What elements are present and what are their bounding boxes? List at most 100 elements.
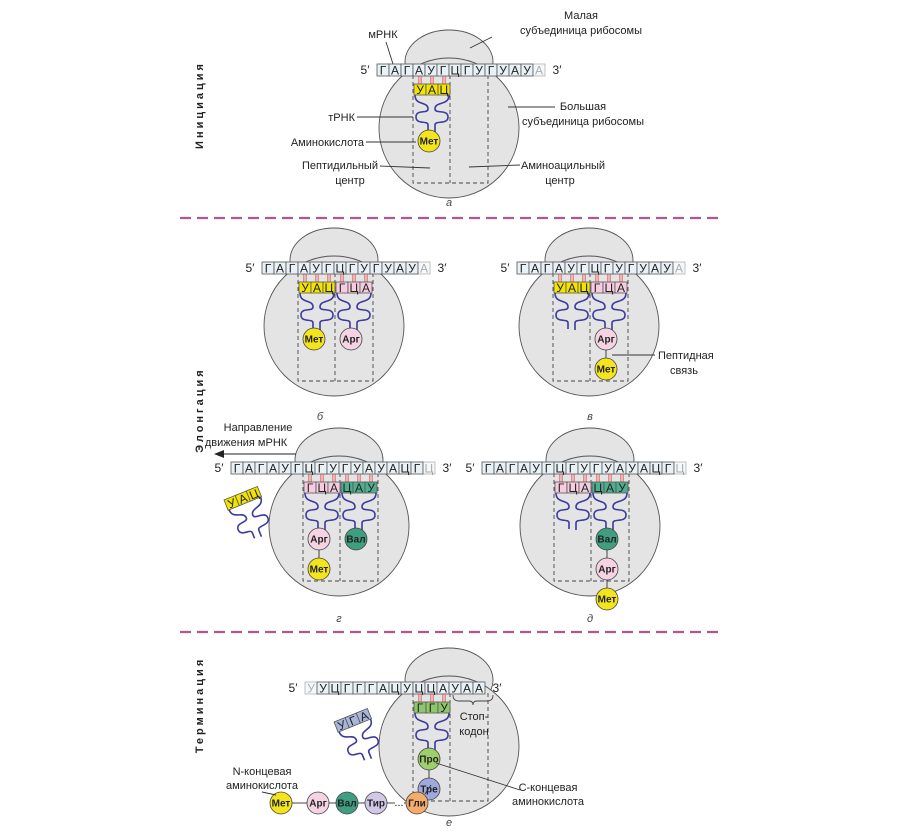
stop-codon-bracket [452,694,494,706]
section-title: Элонгация [194,367,206,452]
mrna-base: Г [325,262,332,276]
mrna-base: У [312,262,320,276]
mrna-base: Г [414,462,421,476]
amino-acid-label: Мет [310,565,329,576]
mrna-cell [422,461,436,475]
mrna-cell [405,261,419,275]
trna-cloverleaf [414,94,450,132]
mrna-base: Г [258,462,265,476]
anticodon-cell [578,481,592,494]
large-subunit-label: Большая [560,101,606,113]
n-terminal-label: N-концевая [233,766,292,778]
mrna-base: Г [569,462,576,476]
anticodon-cell [359,281,373,294]
three-prime-label: 3′ [443,461,453,475]
aminoacid-label: Аминокислота [291,137,365,149]
mrna-base: У [523,64,531,78]
c-terminal-label: С-концевая [519,782,578,794]
mrna-base: А [640,462,648,476]
mrna-base: Г [404,64,411,78]
anticodon-base: Г [307,481,314,495]
large-ribosome-subunit [378,57,520,199]
mrna-base: Г [265,262,272,276]
amino-acid-label: Гли [408,799,426,810]
amino-acid-label: Вал [346,535,365,546]
anticodon-cell [615,481,629,494]
mrna-cell [661,461,675,475]
mrna-cell [672,261,686,275]
mrna-base: У [360,262,368,276]
leader-line [469,36,493,49]
anticodon-base: Ц [569,481,578,495]
mrna-base: У [615,262,623,276]
amino-acid-Мет [302,327,326,351]
large-ribosome-subunit [378,675,520,817]
mrna-base: А [535,64,543,78]
mrna-base: У [604,462,612,476]
mrna-base: Г [520,262,527,276]
panel-sublabel: б [317,411,324,423]
amino-acid-Мет [307,557,331,581]
mrna-base: Г [289,262,296,276]
leader-line [385,41,394,65]
peptide-bond-label: связь [670,365,698,377]
anticodon-base: А [617,281,625,295]
mrna-base: Г [593,462,600,476]
leader-line [379,165,431,169]
mrna-base: Ц [451,64,460,78]
anticodon-base: А [428,83,436,97]
mrna-base: Ц [676,462,685,476]
anticodon-cell [614,281,628,294]
mrna-base: Г [368,682,375,696]
aminoacyl-center-label: центр [545,175,575,187]
mrna-base: Ц [556,462,565,476]
large-ribosome-subunit [268,455,410,597]
mrna-base: Г [373,262,380,276]
five-prime-label: 5′ [466,461,476,475]
mrna-base: У [451,682,459,696]
trna-cloverleaf [591,292,627,330]
trna-cloverleaf [299,292,335,330]
peptidyl-center-label: Пептидильный [302,160,378,172]
panel-sublabel: д [587,613,593,625]
c-terminal-label: аминокислота [512,796,585,808]
amino-acid-label: Мет [598,595,617,606]
stop-codon-label: Стоп- [460,711,489,723]
mrna-base: Г [604,262,611,276]
mrna-base: Г [628,262,635,276]
five-prime-label: 5′ [361,63,371,77]
panel-sublabel: в [587,411,593,423]
trna-cloverleaf [304,492,340,530]
amino-acid-label: Тир [367,799,385,810]
three-prime-label: 3′ [493,681,503,695]
mrna-base: У [377,462,385,476]
mrna-base: А [269,462,277,476]
mrna-base: Г [485,462,492,476]
mrna-base: А [475,682,483,696]
mrna-base: Г [344,682,351,696]
mrna-base: А [651,262,659,276]
amino-acid-label: Вал [597,535,616,546]
five-prime-label: 5′ [215,461,225,475]
mrna-base: У [329,462,337,476]
direction-label: движения мРНК [205,437,288,449]
mrna-base: А [300,262,308,276]
anticodon-base: А [581,481,589,495]
peptide-bond-label: Пептидная [658,350,714,362]
anticodon-base: А [568,281,576,295]
mrna-base: А [379,682,387,696]
mrna-base: А [675,262,683,276]
large-ribosome-subunit [518,255,660,397]
mrna-base: Г [665,462,672,476]
anticodon-base: А [330,481,338,495]
amino-acid-Мет [417,129,441,153]
trna-cloverleaf [555,492,591,530]
anticodon-cell [322,281,336,294]
mrna-base: А [531,262,539,276]
anticodon-base: Г [339,281,346,295]
mrna-base: У [475,64,483,78]
